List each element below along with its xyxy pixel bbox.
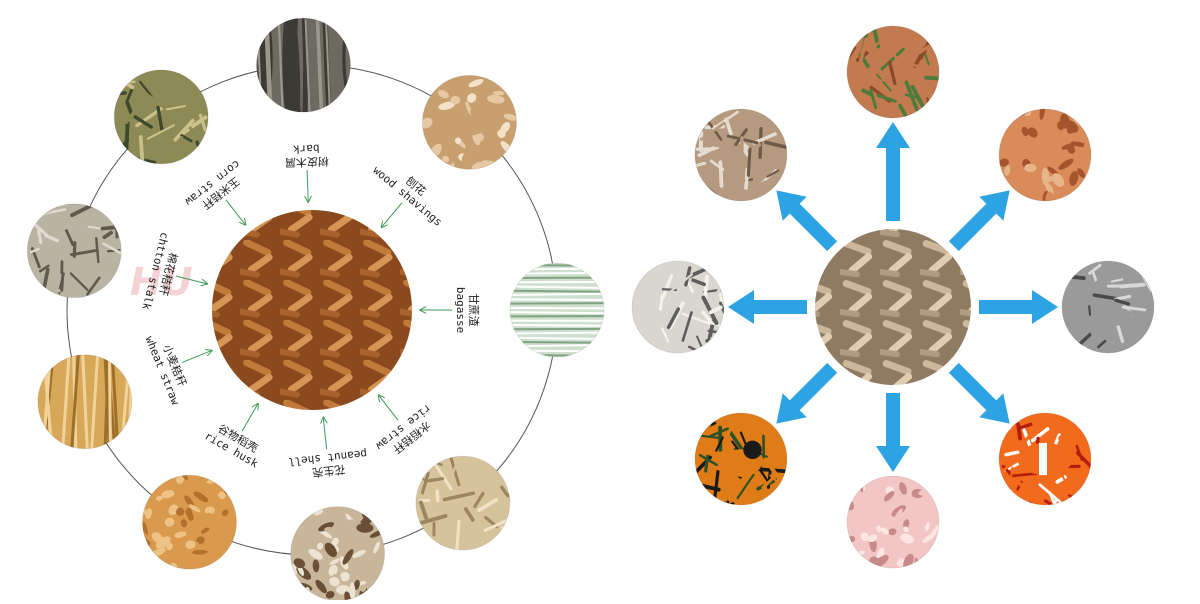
- animal-node-fish: [998, 413, 1115, 521]
- arrow-to-chickens: [949, 190, 1010, 251]
- peanut-shell-image: [286, 507, 385, 600]
- cattle-image: [839, 26, 958, 139]
- chickens-image: [998, 102, 1095, 208]
- animal-node-sheep: [619, 261, 731, 359]
- cotton-stalk-image: [16, 204, 135, 312]
- bark-label-en: bark: [293, 142, 320, 156]
- wood-shavings-arrow: [381, 203, 402, 228]
- bark-label-cn: 树皮木屑: [285, 154, 329, 170]
- left-center-pellets-image: [212, 210, 412, 410]
- corn-straw-image: [100, 70, 217, 186]
- wood-shavings-image: [419, 71, 518, 175]
- animal-node-pigs: [839, 472, 944, 574]
- rice-straw-image: [409, 456, 527, 561]
- arrow-to-pigs: [876, 393, 910, 472]
- arrow-to-bird: [776, 363, 837, 424]
- peanut-shell-label-en: peanut shell: [287, 447, 367, 468]
- right-center-pellets-image: [815, 229, 971, 385]
- arrow-to-geese: [979, 290, 1058, 324]
- animal-node-geese: [1046, 261, 1166, 375]
- fish-image: [998, 413, 1115, 521]
- animal-node-chickens: [998, 102, 1095, 208]
- animal-node-cattle: [839, 26, 958, 139]
- bagasse-label-en: bagasse: [454, 287, 467, 333]
- sheep-image: [619, 261, 731, 359]
- wood-shavings-label-en: wood shavings: [370, 164, 444, 229]
- wheat-straw-arrow: [182, 350, 212, 362]
- bird-image: [689, 413, 802, 530]
- arrow-to-cattle: [876, 122, 910, 221]
- bark-arrow: [307, 170, 308, 202]
- bark-image: [256, 18, 351, 112]
- rice-straw-arrow: [378, 395, 398, 420]
- arrow-to-sheep: [728, 290, 807, 324]
- bagasse-image: [510, 263, 604, 357]
- pigs-image: [839, 472, 944, 574]
- rice-husk-arrow: [242, 404, 258, 432]
- arrow-to-ducks: [776, 190, 837, 251]
- pellet-applications-diagram: [619, 26, 1166, 574]
- peanut-shell-arrow: [323, 417, 326, 449]
- corn-straw-arrow: [226, 200, 246, 225]
- arrow-to-fish: [949, 363, 1010, 424]
- bagasse-label-cn: 甘蔗渣: [467, 294, 481, 327]
- wheat-straw-image: [34, 355, 133, 449]
- animal-node-bird: [689, 413, 802, 530]
- rice-husk-image: [137, 470, 240, 573]
- geese-image: [1046, 261, 1166, 375]
